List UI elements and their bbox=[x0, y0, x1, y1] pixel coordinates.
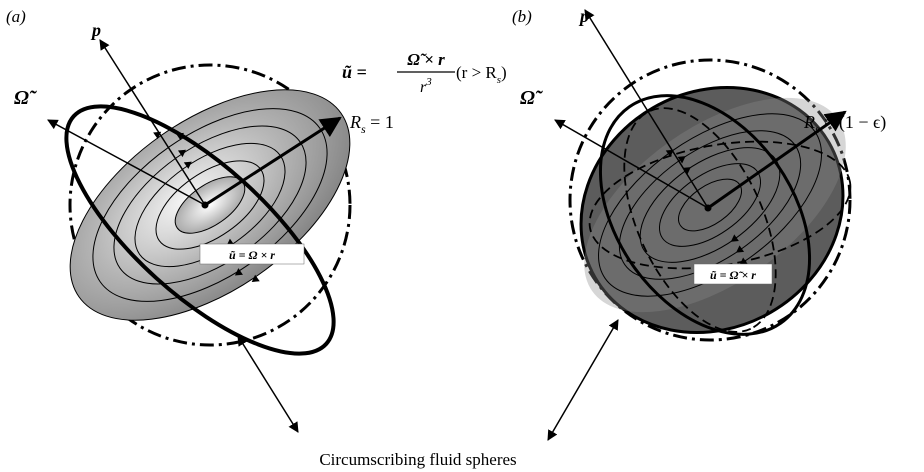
p-axis-a bbox=[99, 39, 206, 206]
circumscribing-sphere-b bbox=[568, 58, 852, 342]
radius-label-a: Rs = 1 bbox=[349, 112, 394, 136]
pointer-arrow-a bbox=[237, 335, 299, 433]
inner-velocity-label-b: ũ = Ω̃ × r bbox=[710, 268, 756, 282]
radius-arrow-b bbox=[707, 110, 847, 210]
omega-label-a: Ω̃ bbox=[14, 87, 38, 109]
inner-velocity-box-a bbox=[199, 243, 305, 265]
particle-body-b bbox=[579, 86, 845, 334]
panel-b-label: (b) bbox=[512, 7, 532, 26]
far-field-denominator: r3 bbox=[420, 76, 432, 96]
far-field-formula: ũ = Ω̃ × r r3 (r > Rs) bbox=[342, 50, 507, 96]
center-dot-a bbox=[201, 201, 209, 209]
inner-velocity-label-a: ũ = Ω × r bbox=[229, 248, 275, 262]
far-field-condition: (r > Rs) bbox=[456, 63, 507, 86]
p-label-a: p bbox=[90, 20, 101, 40]
orbit-ring-b bbox=[598, 94, 812, 336]
center-dot-b bbox=[704, 204, 712, 212]
p-label-b: p bbox=[578, 6, 589, 26]
radius-label-b: Rs = (1 − ϵ) bbox=[803, 112, 886, 136]
dashed-ellipse-b1 bbox=[623, 107, 777, 333]
pointer-arrow-b bbox=[547, 319, 619, 441]
radius-arrow-a bbox=[204, 116, 342, 207]
omega-axis-b bbox=[554, 119, 709, 209]
far-field-numerator: Ω̃ × r bbox=[407, 50, 445, 69]
caption: Circumscribing fluid spheres bbox=[319, 450, 516, 469]
circumscribing-sphere-a bbox=[68, 63, 352, 347]
far-field-lhs: ũ = bbox=[342, 62, 367, 82]
p-axis-b bbox=[584, 9, 709, 209]
panel-a-label: (a) bbox=[6, 7, 26, 26]
panel-b: (b) bbox=[512, 6, 886, 342]
panel-a: (a) p Ω̃ bbox=[6, 7, 507, 356]
omega-axis-a bbox=[47, 119, 206, 206]
inner-velocity-box-b bbox=[693, 263, 773, 285]
omega-label-b: Ω̃ bbox=[520, 87, 544, 109]
